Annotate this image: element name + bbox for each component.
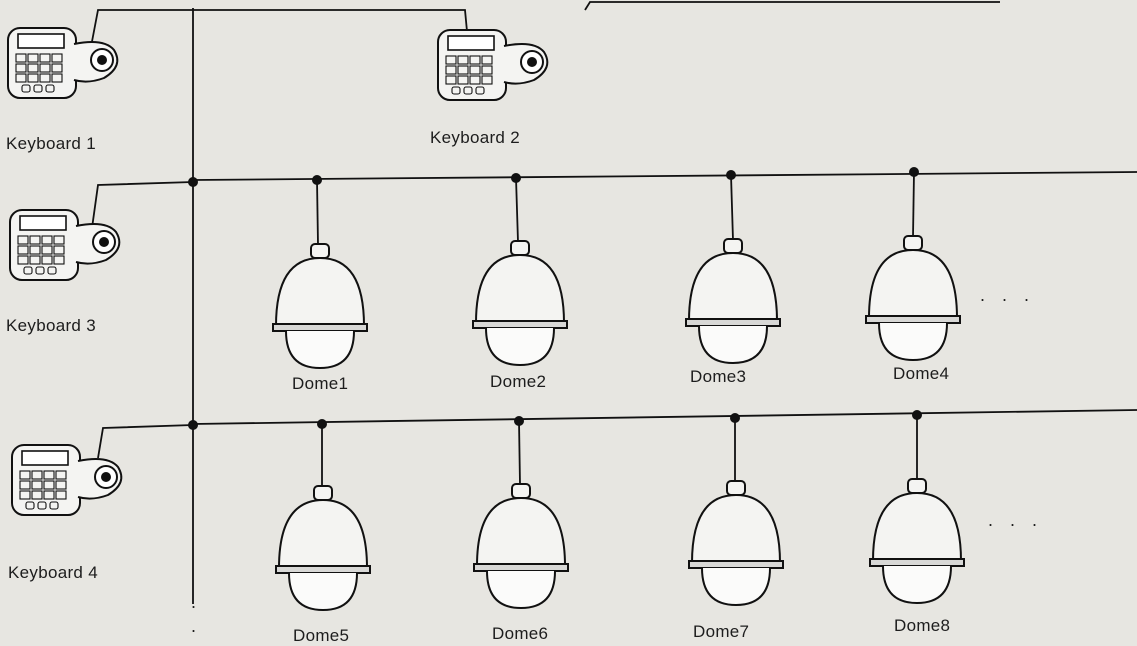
- dome-3-icon: [685, 238, 781, 364]
- dome-3-label: Dome3: [690, 367, 747, 386]
- keyboard-2-icon: [437, 29, 549, 101]
- row-2-continuation: . . .: [988, 510, 1044, 530]
- dome-2-icon: [472, 240, 568, 366]
- keyboard-2-label: Keyboard 2: [430, 128, 520, 147]
- dome-1-label: Dome1: [292, 374, 349, 393]
- dome-1-icon: [272, 243, 368, 369]
- junction-dots: [188, 167, 922, 430]
- row-1-continuation: . . .: [980, 285, 1036, 305]
- bus-lines: [89, 1, 1137, 604]
- dome-5-icon: [275, 485, 371, 611]
- keyboard-3-icon: [9, 209, 121, 281]
- dome-8-icon: [869, 478, 965, 604]
- keyboard-4-icon: [11, 444, 123, 516]
- bus-continuation-1: .: [191, 592, 203, 612]
- dome-5-label: Dome5: [293, 626, 350, 645]
- dome-7-icon: [688, 480, 784, 606]
- keyboard-3-label: Keyboard 3: [6, 316, 96, 335]
- keyboard-1-label: Keyboard 1: [6, 134, 96, 153]
- bus-continuation-2: .: [191, 616, 203, 636]
- keyboard-4-label: Keyboard 4: [8, 563, 98, 582]
- dome-7-label: Dome7: [693, 622, 750, 641]
- dome-2-label: Dome2: [490, 372, 547, 391]
- keyboard-1-icon: [7, 27, 119, 99]
- dome-6-label: Dome6: [492, 624, 549, 643]
- dome-4-icon: [865, 235, 961, 361]
- dome-6-icon: [473, 483, 569, 609]
- dome-4-label: Dome4: [893, 364, 950, 383]
- dome-8-label: Dome8: [894, 616, 951, 635]
